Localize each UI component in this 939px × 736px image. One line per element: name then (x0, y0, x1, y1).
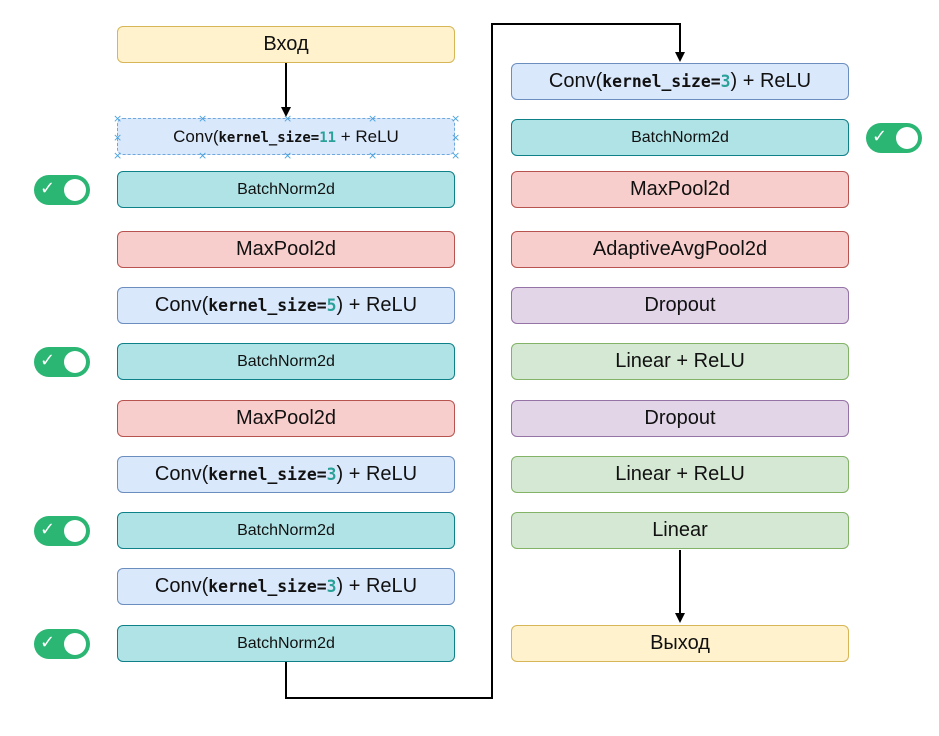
kernel-size-keyword: kernel_size= (208, 296, 327, 315)
conv-suffix: ) + ReLU (336, 463, 418, 485)
output-block[interactable]: Выход (511, 625, 849, 662)
conv-label: Conv(kernel_size=11 + ReLU (173, 127, 399, 147)
toggle-knob (64, 179, 86, 201)
resize-handle[interactable]: × (368, 149, 378, 162)
dropout-block[interactable]: Dropout (511, 287, 849, 324)
block-label: Linear (652, 519, 708, 541)
resize-handle[interactable]: × (451, 112, 461, 125)
block-label: MaxPool2d (629, 178, 731, 200)
linear-block[interactable]: Linear + ReLU (511, 456, 849, 493)
batchnorm-toggle[interactable]: ✓ (34, 175, 90, 205)
resize-handle[interactable]: × (113, 112, 123, 125)
block-label: BatchNorm2d (631, 128, 729, 146)
batchnorm-toggle[interactable]: ✓ (866, 123, 922, 153)
batchnorm-toggle[interactable]: ✓ (34, 347, 90, 377)
conv-prefix: Conv( (154, 463, 209, 485)
batchnorm-toggle[interactable]: ✓ (34, 516, 90, 546)
block-label: MaxPool2d (235, 238, 337, 260)
kernel-size-value: 3 (720, 72, 731, 91)
kernel-size-value: 3 (326, 577, 337, 596)
conv-suffix: ) + ReLU (336, 294, 418, 316)
resize-handle[interactable]: × (451, 149, 461, 162)
block-label: BatchNorm2d (237, 634, 335, 652)
conv-label: Conv(kernel_size=3) + ReLU (155, 463, 417, 486)
output-label: Выход (650, 632, 710, 654)
block-label: BatchNorm2d (237, 352, 335, 370)
conv-suffix: ) + ReLU (336, 575, 418, 597)
resize-handle[interactable]: × (283, 112, 293, 125)
resize-handle[interactable]: × (198, 149, 208, 162)
pool-block[interactable]: MaxPool2d (117, 400, 455, 437)
kernel-size-keyword: kernel_size= (208, 465, 327, 484)
input-label: Вход (263, 33, 309, 55)
block-label: Dropout (644, 407, 716, 429)
check-icon: ✓ (40, 632, 56, 653)
pool-block[interactable]: MaxPool2d (117, 231, 455, 268)
resize-handle[interactable]: × (368, 112, 378, 125)
batchnorm-block[interactable]: BatchNorm2d (117, 343, 455, 380)
conv-prefix: Conv( (173, 126, 219, 146)
conv-suffix: + ReLU (336, 126, 399, 146)
conv-prefix: Conv( (154, 575, 209, 597)
conv-label: Conv(kernel_size=5) + ReLU (155, 294, 417, 317)
conv-prefix: Conv( (154, 294, 209, 316)
conv-prefix: Conv( (548, 70, 603, 92)
dropout-block[interactable]: Dropout (511, 400, 849, 437)
conv-block[interactable]: Conv(kernel_size=3) + ReLU (117, 568, 455, 605)
kernel-size-value: 5 (326, 296, 337, 315)
kernel-size-keyword: kernel_size= (602, 72, 721, 91)
toggle-knob (896, 127, 918, 149)
check-icon: ✓ (40, 350, 56, 371)
resize-handle[interactable]: × (198, 112, 208, 125)
block-label: BatchNorm2d (237, 180, 335, 198)
conv-block[interactable]: Conv(kernel_size=11 + ReLU×××××××××××× (113, 113, 460, 161)
kernel-size-keyword: kernel_size= (208, 577, 327, 596)
toggle-knob (64, 633, 86, 655)
toggle-knob (64, 520, 86, 542)
check-icon: ✓ (40, 178, 56, 199)
resize-handle[interactable]: × (451, 131, 461, 144)
input-block[interactable]: Вход (117, 26, 455, 63)
conv-suffix: ) + ReLU (730, 70, 812, 92)
batchnorm-block[interactable]: BatchNorm2d (117, 171, 455, 208)
block-label: Linear + ReLU (615, 350, 745, 372)
conv-block[interactable]: Conv(kernel_size=3) + ReLU (511, 63, 849, 100)
block-label: AdaptiveAvgPool2d (592, 238, 768, 260)
linear-block[interactable]: Linear + ReLU (511, 343, 849, 380)
resize-handle[interactable]: × (113, 149, 123, 162)
kernel-size-keyword: kernel_size= (218, 129, 320, 146)
block-label: MaxPool2d (235, 407, 337, 429)
resize-handle[interactable]: × (283, 149, 293, 162)
pool-block[interactable]: AdaptiveAvgPool2d (511, 231, 849, 268)
conv-label: Conv(kernel_size=3) + ReLU (155, 575, 417, 598)
batchnorm-block[interactable]: BatchNorm2d (117, 512, 455, 549)
kernel-size-value: 3 (326, 465, 337, 484)
batchnorm-toggle[interactable]: ✓ (34, 629, 90, 659)
kernel-size-value: 11 (319, 129, 336, 146)
conv-block[interactable]: Conv(kernel_size=3) + ReLU (117, 456, 455, 493)
block-label: Linear + ReLU (615, 463, 745, 485)
block-label: Dropout (644, 294, 716, 316)
connector-left-to-right (285, 23, 685, 699)
conv-block[interactable]: Conv(kernel_size=5) + ReLU (117, 287, 455, 324)
block-label: BatchNorm2d (237, 521, 335, 539)
toggle-knob (64, 351, 86, 373)
batchnorm-block[interactable]: BatchNorm2d (511, 119, 849, 156)
check-icon: ✓ (40, 519, 56, 540)
conv-label: Conv(kernel_size=3) + ReLU (549, 70, 811, 93)
check-icon: ✓ (872, 126, 888, 147)
resize-handle[interactable]: × (113, 131, 123, 144)
batchnorm-block[interactable]: BatchNorm2d (117, 625, 455, 662)
pool-block[interactable]: MaxPool2d (511, 171, 849, 208)
linear-block[interactable]: Linear (511, 512, 849, 549)
